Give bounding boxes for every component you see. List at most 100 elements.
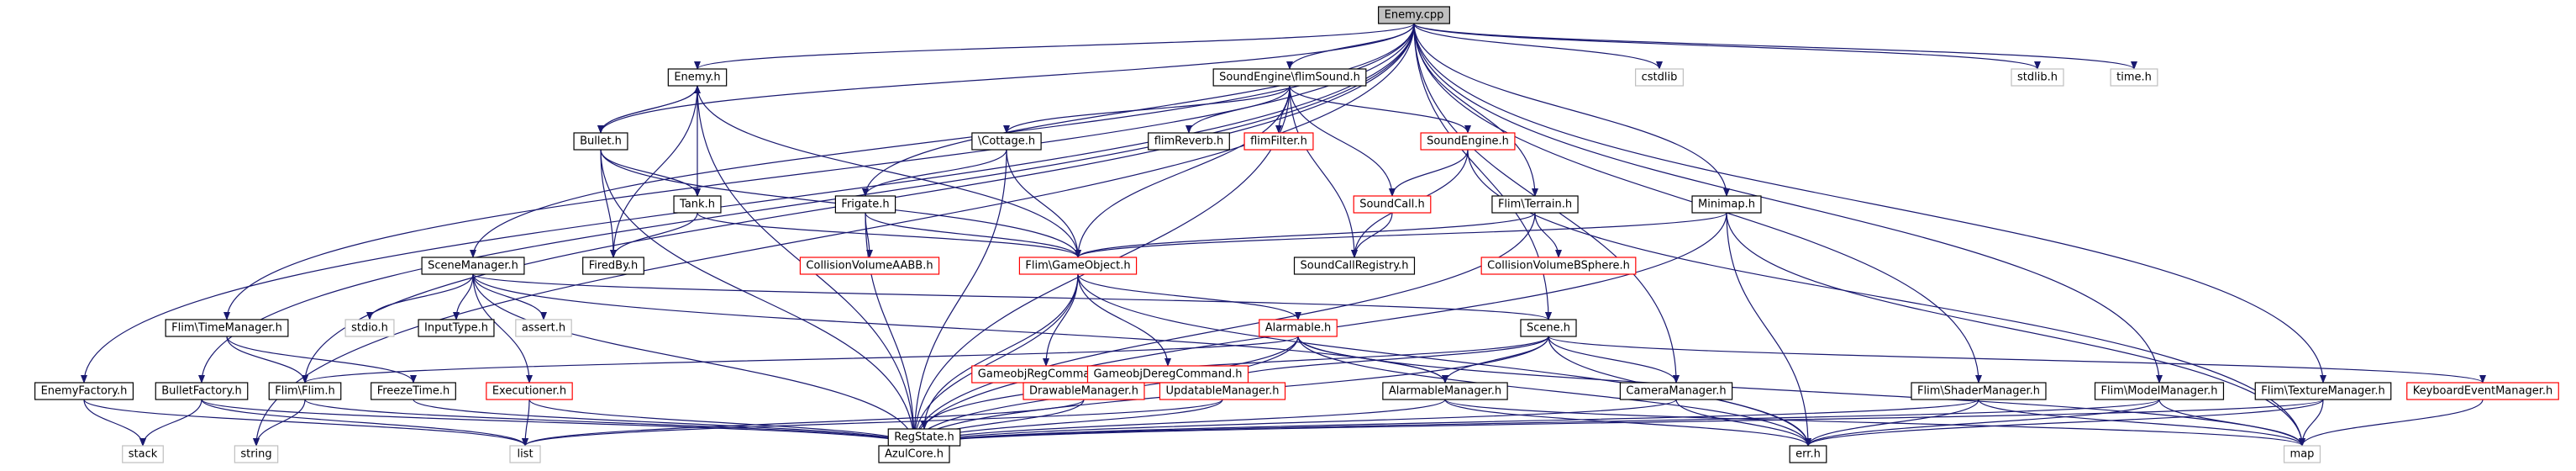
node-box — [673, 195, 722, 214]
edge-alarmable-h-to-flim-flim — [302, 336, 1299, 384]
node-stdio-h[interactable]: stdio.h — [344, 319, 395, 337]
edge-soundengine-flim-to-flim-gameobject — [1075, 85, 1291, 258]
node-cottage-h[interactable]: \Cottage.h — [971, 132, 1042, 151]
edge-flim-flim-to-azulcore-h — [304, 399, 917, 447]
edge-soundengine-flim-to-cottage-h — [1003, 85, 1291, 134]
node-box — [2094, 382, 2225, 400]
node-label: InputType.h — [424, 322, 488, 335]
node-label: Scene.h — [1527, 322, 1570, 335]
node-label: Enemy.h — [674, 71, 720, 84]
node-freezetime-h[interactable]: FreezeTime.h — [371, 382, 456, 400]
node-enemyfactory-h[interactable]: EnemyFactory.h — [34, 382, 134, 400]
edge-enemy-cpp-to-enemyfactory-h — [81, 23, 1415, 384]
node-label: KeyboardEventManager.h — [2413, 385, 2553, 398]
node-tank-h[interactable]: Tank.h — [673, 195, 722, 214]
edge-tank-h-to-firedby-h — [610, 212, 698, 258]
node-box — [667, 68, 728, 87]
node-collisionbsphere[interactable]: CollisionVolumeBSphere.h — [1480, 257, 1637, 275]
node-box — [421, 257, 525, 275]
node-box — [2110, 68, 2158, 87]
node-label: GameobjRegCommand.h — [978, 368, 1114, 381]
node-label: Flim\ShaderManager.h — [1917, 385, 2040, 398]
node-gameobjreg[interactable]: GameobjRegCommand.h — [971, 365, 1121, 384]
node-time-h[interactable]: time.h — [2110, 68, 2158, 87]
node-stack[interactable]: stack — [122, 445, 164, 463]
node-box — [1491, 195, 1579, 214]
node-frigate-h[interactable]: Frigate.h — [834, 195, 896, 214]
node-assert-h[interactable]: assert.h — [515, 319, 572, 337]
node-bullet-h[interactable]: Bullet.h — [573, 132, 628, 151]
node-map[interactable]: map — [2283, 445, 2321, 463]
node-label: string — [240, 448, 271, 461]
node-label: flimFilter.h — [1250, 135, 1307, 148]
node-err-h[interactable]: err.h — [1789, 445, 1827, 463]
node-scenemanager-h[interactable]: SceneManager.h — [421, 257, 525, 275]
node-label: Flim\TimeManager.h — [171, 322, 282, 335]
edge-flim-gameobject-to-alarmable-h — [1077, 273, 1301, 320]
node-label: SoundCall.h — [1359, 198, 1425, 211]
edge-flim-gameobject-to-gameobjdereg — [1077, 273, 1171, 367]
node-flimfilter[interactable]: flimFilter.h — [1243, 132, 1314, 151]
node-regstate-h[interactable]: RegState.h — [887, 428, 961, 447]
node-label: AlarmableManager.h — [1389, 385, 1501, 398]
node-box — [834, 195, 896, 214]
edge-frigate-h-to-flim-gameobject — [865, 212, 1081, 258]
node-label: Enemy.cpp — [1385, 9, 1444, 22]
edge-enemy-cpp-to-enemy-h — [694, 23, 1415, 70]
node-flim-modelmanager[interactable]: Flim\ModelManager.h — [2094, 382, 2225, 400]
node-label: Flim\TextureManager.h — [2261, 385, 2385, 398]
node-enemy-h[interactable]: Enemy.h — [667, 68, 728, 87]
edge-enemy-cpp-to-flim-terrain — [1413, 23, 1538, 197]
node-flim-flim[interactable]: Flim\Flim.h — [268, 382, 342, 400]
node-drawablemanager[interactable]: DrawableManager.h — [1023, 382, 1145, 400]
node-flim-gameobject[interactable]: Flim\GameObject.h — [1018, 257, 1138, 275]
node-minimap-h[interactable]: Minimap.h — [1691, 195, 1762, 214]
node-enemy-cpp[interactable]: Enemy.cpp — [1378, 6, 1450, 24]
node-string[interactable]: string — [234, 445, 279, 463]
node-box — [1018, 257, 1138, 275]
edge-cottage-h-to-azulcore-h — [911, 149, 1007, 447]
node-cstdlib[interactable]: cstdlib — [1635, 68, 1684, 87]
edge-freezetime-h-to-azulcore-h — [413, 399, 917, 447]
node-flim-timemanager[interactable]: Flim\TimeManager.h — [165, 319, 289, 337]
node-alarmablemanager[interactable]: AlarmableManager.h — [1382, 382, 1508, 400]
node-keyboardevent[interactable]: KeyboardEventManager.h — [2406, 382, 2559, 400]
node-flim-terrain[interactable]: Flim\Terrain.h — [1491, 195, 1579, 214]
node-bulletfactory-h[interactable]: BulletFactory.h — [155, 382, 249, 400]
node-box — [1353, 195, 1432, 214]
edge-soundengine-flim-to-soundengine-h — [1289, 85, 1471, 134]
node-flim-shadermanager[interactable]: Flim\ShaderManager.h — [1911, 382, 2047, 400]
node-list[interactable]: list — [509, 445, 541, 463]
edge-scene-h-to-keyboardevent — [1548, 336, 2486, 384]
node-inputtype-h[interactable]: InputType.h — [418, 319, 495, 337]
edge-minimap-h-to-flim-gameobject — [1075, 212, 1727, 258]
edge-flim-gameobject-to-err-h — [1077, 273, 1811, 447]
node-executioner-h[interactable]: Executioner.h — [486, 382, 573, 400]
node-box — [234, 445, 279, 463]
node-box — [1420, 132, 1516, 151]
node-collisionaabb[interactable]: CollisionVolumeAABB.h — [799, 257, 940, 275]
node-flimreverb[interactable]: flimReverb.h — [1148, 132, 1230, 151]
node-soundengine-flim[interactable]: SoundEngine\flimSound.h — [1212, 68, 1367, 87]
node-cameramanager[interactable]: CameraManager.h — [1619, 382, 1733, 400]
node-box — [1691, 195, 1762, 214]
node-label: Frigate.h — [841, 198, 889, 211]
node-updatablemanager[interactable]: UpdatableManager.h — [1159, 382, 1286, 400]
node-label: UpdatableManager.h — [1165, 385, 1279, 398]
edge-bulletfactory-h-to-list — [201, 399, 528, 447]
node-alarmable-h[interactable]: Alarmable.h — [1259, 319, 1338, 337]
node-box — [34, 382, 134, 400]
node-gameobjdereg[interactable]: GameobjDeregCommand.h — [1086, 365, 1249, 384]
node-soundengine-h[interactable]: SoundEngine.h — [1420, 132, 1516, 151]
node-flim-texturemanager[interactable]: Flim\TextureManager.h — [2254, 382, 2392, 400]
node-firedby-h[interactable]: FiredBy.h — [582, 257, 644, 275]
node-stdlib-h[interactable]: stdlib.h — [2011, 68, 2064, 87]
node-label: RegState.h — [894, 431, 954, 444]
node-scene-h[interactable]: Scene.h — [1520, 319, 1577, 337]
node-box — [1212, 68, 1367, 87]
node-soundcallregistry[interactable]: SoundCallRegistry.h — [1293, 257, 1416, 275]
edge-soundengine-flim-to-soundcall-h — [1289, 85, 1396, 197]
node-box — [1148, 132, 1230, 151]
node-azulcore-h[interactable]: AzulCore.h — [878, 445, 950, 463]
node-soundcall-h[interactable]: SoundCall.h — [1353, 195, 1432, 214]
